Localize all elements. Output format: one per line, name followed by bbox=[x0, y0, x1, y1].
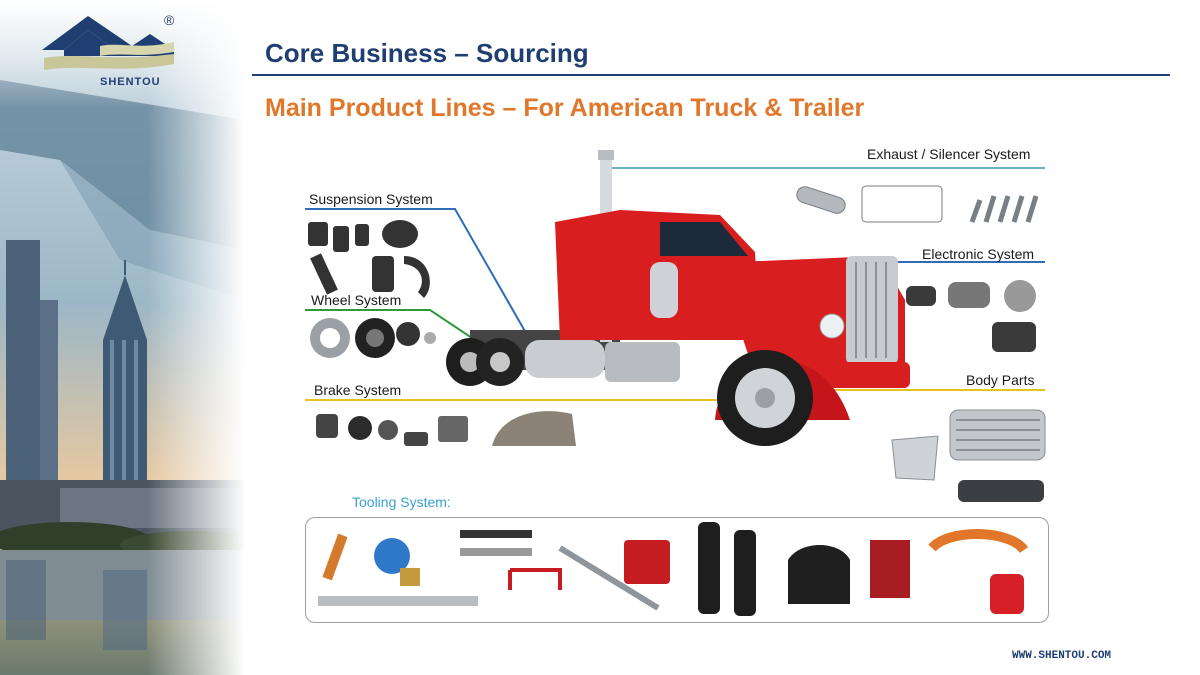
page-title: Core Business – Sourcing bbox=[265, 38, 589, 68]
brake-system-label: Brake System bbox=[314, 382, 402, 398]
cityscape-background bbox=[0, 0, 245, 675]
electronic-parts-images bbox=[906, 280, 1036, 352]
truck-illustration bbox=[446, 150, 910, 446]
registered-mark: ® bbox=[164, 12, 175, 28]
wheel-parts-images bbox=[310, 318, 436, 358]
tooling-parts-images bbox=[318, 522, 1029, 616]
wheel-system-label: Wheel System bbox=[311, 292, 402, 308]
tooling-system-label: Tooling System: bbox=[352, 494, 451, 510]
body-parts-label: Body Parts bbox=[966, 372, 1035, 388]
suspension-connector bbox=[305, 208, 531, 341]
page-subtitle: Main Product Lines – For American Truck … bbox=[265, 94, 865, 122]
exhaust-system-label: Exhaust / Silencer System bbox=[867, 146, 1031, 162]
brake-parts-images bbox=[316, 411, 576, 446]
title-underline bbox=[252, 74, 1170, 76]
electronic-system-label: Electronic System bbox=[922, 246, 1035, 262]
exhaust-parts-images bbox=[796, 185, 1039, 223]
shentou-logo bbox=[42, 16, 174, 70]
logo-wordmark: SHENTOU bbox=[100, 76, 161, 88]
tooling-system-panel bbox=[305, 517, 1049, 623]
website-url: WWW.SHENTOU.COM bbox=[1012, 650, 1112, 662]
suspension-parts-images bbox=[308, 220, 430, 298]
suspension-system-label: Suspension System bbox=[309, 191, 433, 207]
body-parts-images bbox=[891, 409, 1046, 502]
